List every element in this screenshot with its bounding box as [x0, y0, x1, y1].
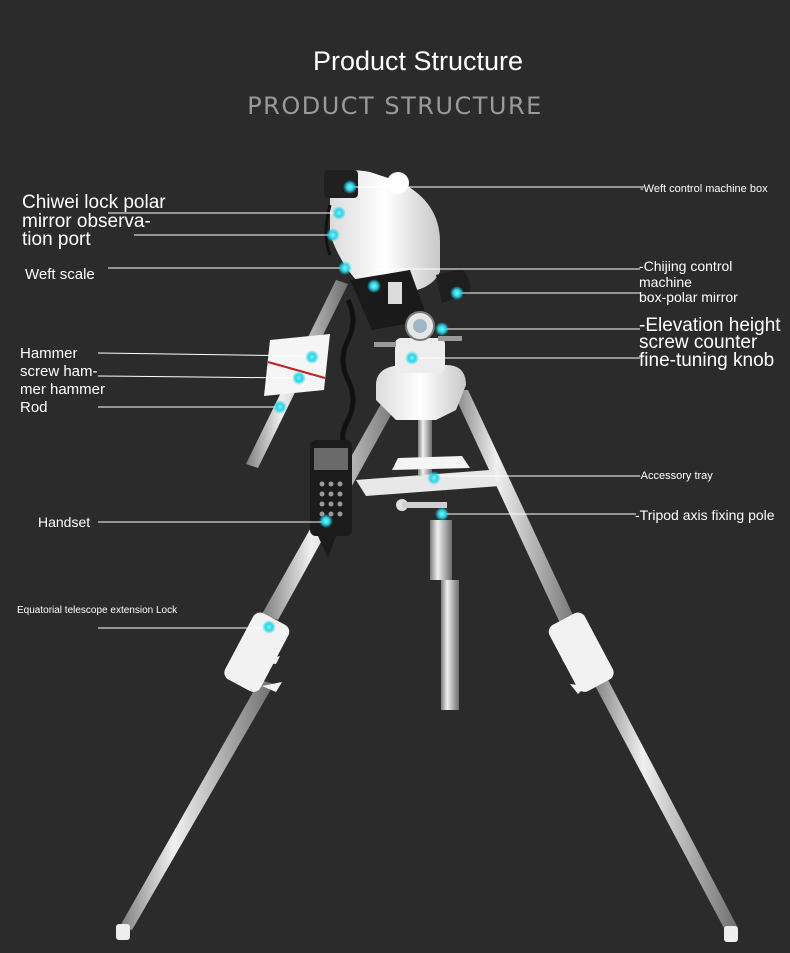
- equatorial-mount-head: [324, 170, 471, 347]
- label-chiwei-lock-polar-mirror-cont: mirror observa- tion port: [22, 211, 151, 251]
- label-chijing-control-box: -Chijing control machine box-polar mirro…: [639, 258, 738, 306]
- leader-lines: [97, 186, 644, 629]
- label-tripod-axis-fixing-pole: -Tripod axis fixing pole: [635, 507, 775, 523]
- label-chiwei-lock-polar-mirror: Chiwei lock polar: [22, 192, 166, 213]
- callout-markers: [262, 180, 464, 634]
- page-title: Product Structure: [312, 46, 524, 76]
- handset-cable: [340, 298, 356, 445]
- handset-device: [310, 440, 352, 558]
- label-accessory-tray: -Accessory tray: [637, 470, 713, 482]
- label-weft-control-machine-box: -Weft control machine box: [640, 183, 768, 195]
- label-extension-lock: Equatorial telescope extension Lock: [17, 605, 178, 616]
- label-hammer-rod: Hammer screw ham- mer hammer Rod: [20, 345, 106, 416]
- label-weft-scale: Weft scale: [25, 266, 95, 283]
- page-subtitle: PRODUCT STRUCTURE: [247, 92, 543, 120]
- label-handset: Handset: [38, 514, 91, 530]
- accessory-tray: [356, 456, 500, 511]
- label-elevation-knob: -Elevation height screw counter fine-tun…: [639, 315, 781, 371]
- tripod-head: [376, 338, 466, 420]
